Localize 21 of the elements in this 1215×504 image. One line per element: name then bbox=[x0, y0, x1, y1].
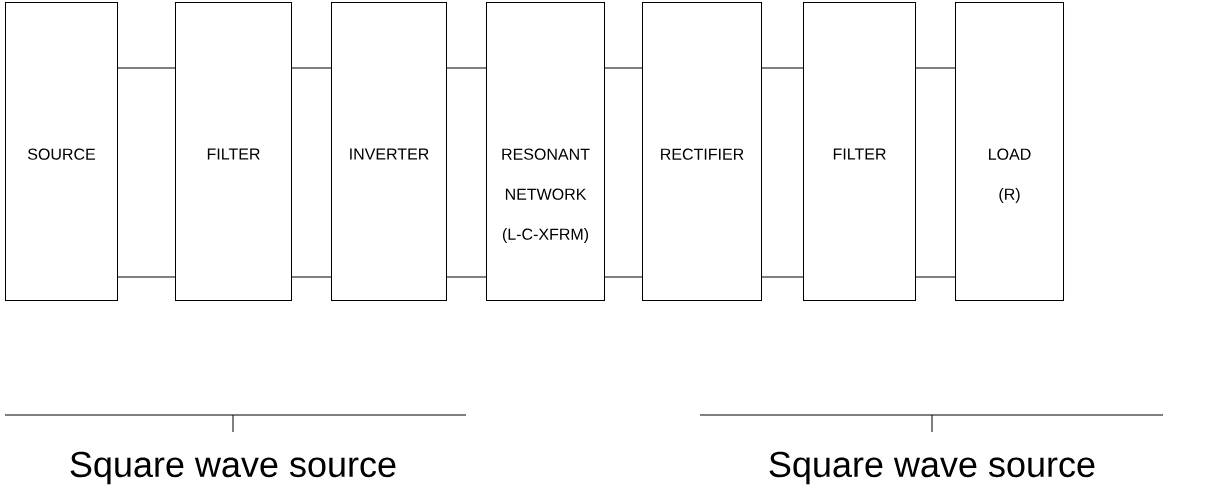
wire bbox=[915, 67, 956, 69]
block-box: FILTER bbox=[175, 2, 292, 301]
wire bbox=[604, 67, 643, 69]
block-box: RECTIFIER bbox=[642, 2, 762, 301]
wire bbox=[446, 276, 487, 278]
wire bbox=[291, 276, 332, 278]
wire bbox=[446, 67, 487, 69]
wire bbox=[915, 276, 956, 278]
wire bbox=[761, 67, 804, 69]
wire bbox=[291, 67, 332, 69]
wire bbox=[117, 276, 176, 278]
block-box: SOURCE bbox=[5, 2, 118, 301]
block-box: INVERTER bbox=[331, 2, 447, 301]
group-label: Square wave source bbox=[70, 451, 396, 485]
block-box: FILTER bbox=[803, 2, 916, 301]
wire bbox=[604, 276, 643, 278]
wire bbox=[117, 67, 176, 69]
block-box: RESONANT NETWORK (L-C-XFRM) bbox=[486, 2, 605, 301]
group-label: Square wave source bbox=[769, 451, 1095, 485]
wire bbox=[761, 276, 804, 278]
block-box: LOAD (R) bbox=[955, 2, 1064, 301]
